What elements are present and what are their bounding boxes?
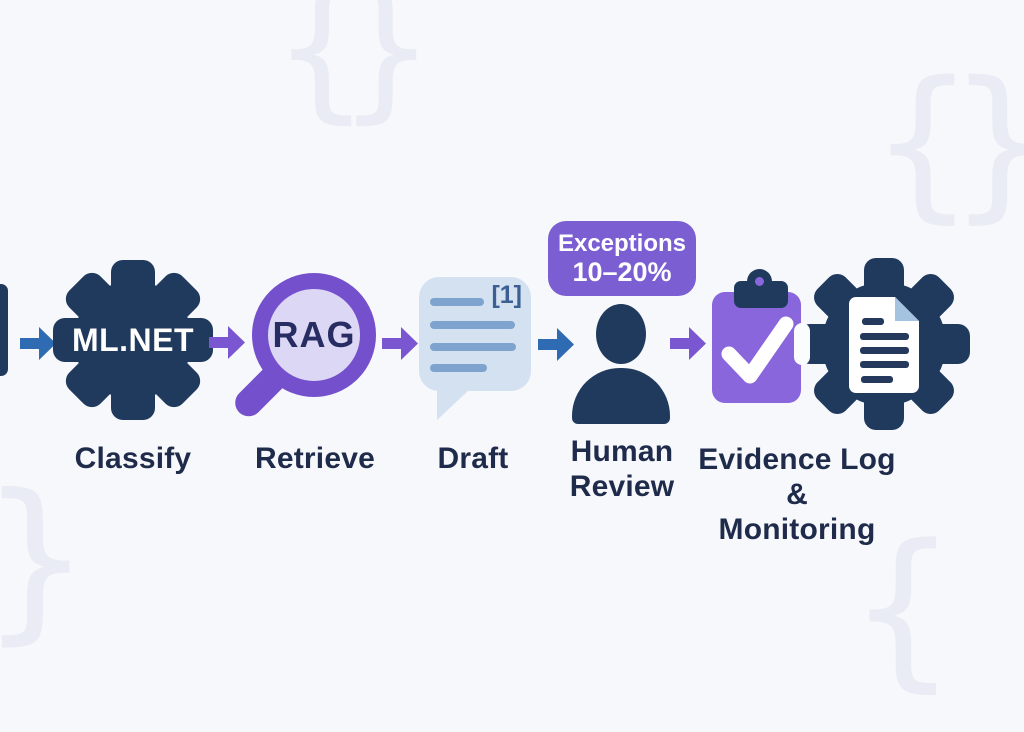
step-label-retrieve: Retrieve [254, 442, 375, 475]
speech-bubble-icon: [1] [419, 277, 531, 391]
document-text-line [860, 333, 909, 340]
speech-bubble-tail [437, 388, 471, 420]
brace-decoration-bottom-left-close: } [0, 472, 91, 647]
human-review-line1: Human [570, 435, 674, 468]
clipboard-knob-dot [755, 277, 764, 286]
clipboard-notch [794, 323, 810, 365]
step-label-evidence-log-monitoring: Evidence Log & Monitoring [687, 442, 907, 547]
person-icon [570, 300, 674, 426]
gear-core [74, 281, 192, 399]
step-label-draft: Draft [437, 442, 509, 475]
exceptions-badge: Exceptions 10–20% [548, 221, 696, 296]
evidence-label-line2: Monitoring [718, 513, 876, 546]
checkmark-icon [721, 316, 794, 384]
bubble-text-line [430, 343, 516, 351]
brace-decoration-top-center-close: } [337, 0, 436, 138]
step-label-human-review: Human Review [542, 434, 702, 504]
evidence-label-line1: Evidence Log & [698, 443, 896, 511]
clipboard-check-icon [712, 292, 801, 403]
person-body [572, 368, 670, 424]
left-edge-partial-icon [0, 284, 8, 376]
badge-line1: Exceptions [557, 230, 687, 257]
document-text-line [861, 376, 893, 383]
bubble-text-line [430, 364, 487, 372]
clipboard-knob [747, 269, 772, 294]
document-text-line [860, 347, 909, 354]
document-icon [849, 297, 919, 393]
flow-arrow-4-icon [538, 328, 574, 361]
brace-decoration-bottom-right-open: { [848, 507, 958, 708]
gear-icon: ML.NET [53, 260, 213, 420]
badge-line2: 10–20% [572, 257, 672, 287]
flow-arrow-1-icon [20, 327, 56, 360]
rag-text: RAG [272, 314, 356, 355]
bubble-text-line [430, 298, 484, 306]
flow-arrow-2-icon [209, 326, 245, 359]
flow-arrow-5-icon [670, 327, 706, 360]
document-text-line [860, 361, 909, 368]
flow-arrow-3-icon [382, 327, 418, 360]
bubble-text-line [430, 321, 515, 329]
brace-decoration-top-right-close: } [948, 60, 1024, 225]
gear-document-icon [798, 258, 970, 430]
mlnet-text: ML.NET [71, 321, 195, 358]
brace-decoration-top-center-open: { [272, 0, 371, 138]
document-text-line [862, 318, 884, 325]
magnifier-icon: RAG [252, 273, 376, 397]
brace-decoration-top-right-open: { [870, 46, 975, 238]
citation-marker: [1] [491, 281, 522, 309]
step-label-classify: Classify [74, 442, 192, 475]
human-review-line2: Review [569, 470, 675, 503]
person-head [596, 304, 646, 364]
